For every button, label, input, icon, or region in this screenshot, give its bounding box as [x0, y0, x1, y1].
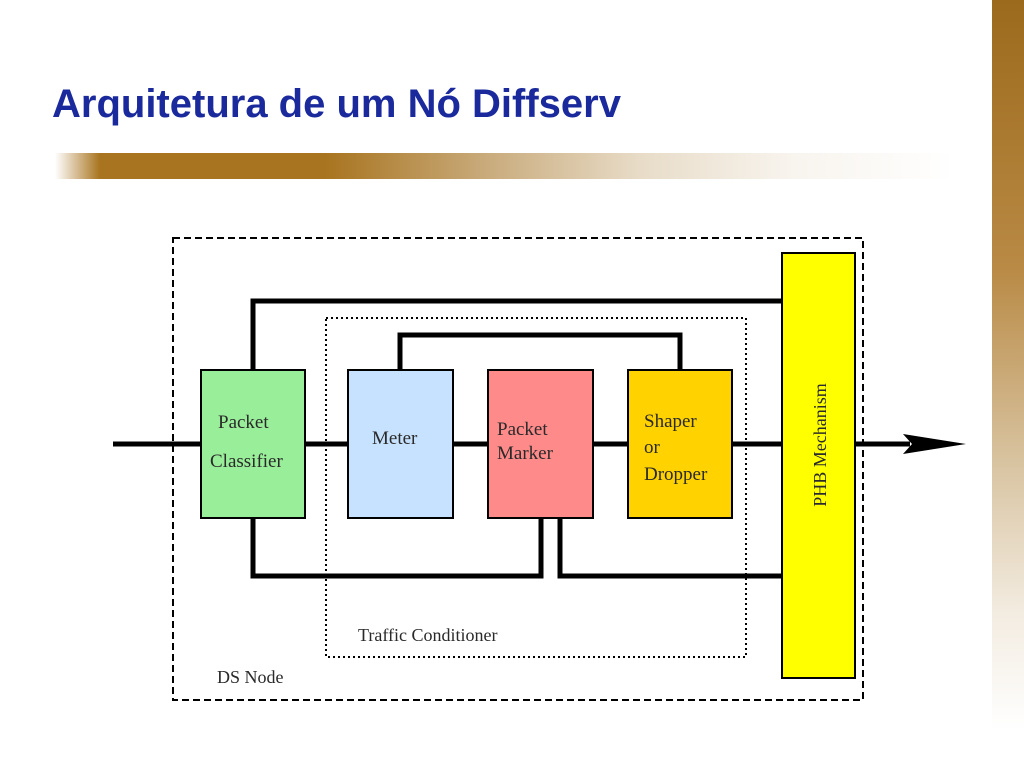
meter-box	[347, 369, 454, 519]
traffic-conditioner-boundary	[325, 317, 747, 658]
packet-classifier-box	[200, 369, 306, 519]
connection-lines	[113, 298, 910, 579]
decorative-side-bar	[992, 0, 1024, 768]
shaper-dropper-label-line3: Dropper	[644, 464, 708, 485]
output-arrow-icon	[903, 434, 966, 454]
classifier-to-marker-bottom-line	[250, 518, 544, 579]
slide-title: Arquitetura de um Nó Diffserv	[52, 82, 621, 126]
meter-to-shaper-feedback-line	[397, 332, 683, 370]
packet-classifier-label-line1: Packet	[218, 412, 269, 433]
classifier-bypass-top-line	[250, 298, 782, 370]
packet-classifier-label-line2: Classifier	[210, 451, 283, 472]
packet-marker-box	[487, 369, 594, 519]
title-underline	[55, 153, 955, 179]
shaper-dropper-box	[627, 369, 733, 519]
meter-label: Meter	[372, 428, 418, 449]
packet-marker-label-line2: Marker	[497, 443, 554, 464]
shaper-dropper-label-line1: Shaper	[644, 411, 697, 432]
marker-to-phb-bottom-line	[557, 518, 782, 579]
traffic-conditioner-label: Traffic Conditioner	[358, 625, 498, 645]
packet-marker-label-line1: Packet	[497, 419, 548, 440]
ds-node-label: DS Node	[217, 667, 284, 687]
shaper-dropper-label-line2: or	[644, 437, 661, 458]
phb-mechanism-box	[781, 252, 856, 679]
phb-mechanism-label: PHB Mechanism	[810, 383, 830, 507]
ds-node-boundary	[172, 237, 864, 701]
